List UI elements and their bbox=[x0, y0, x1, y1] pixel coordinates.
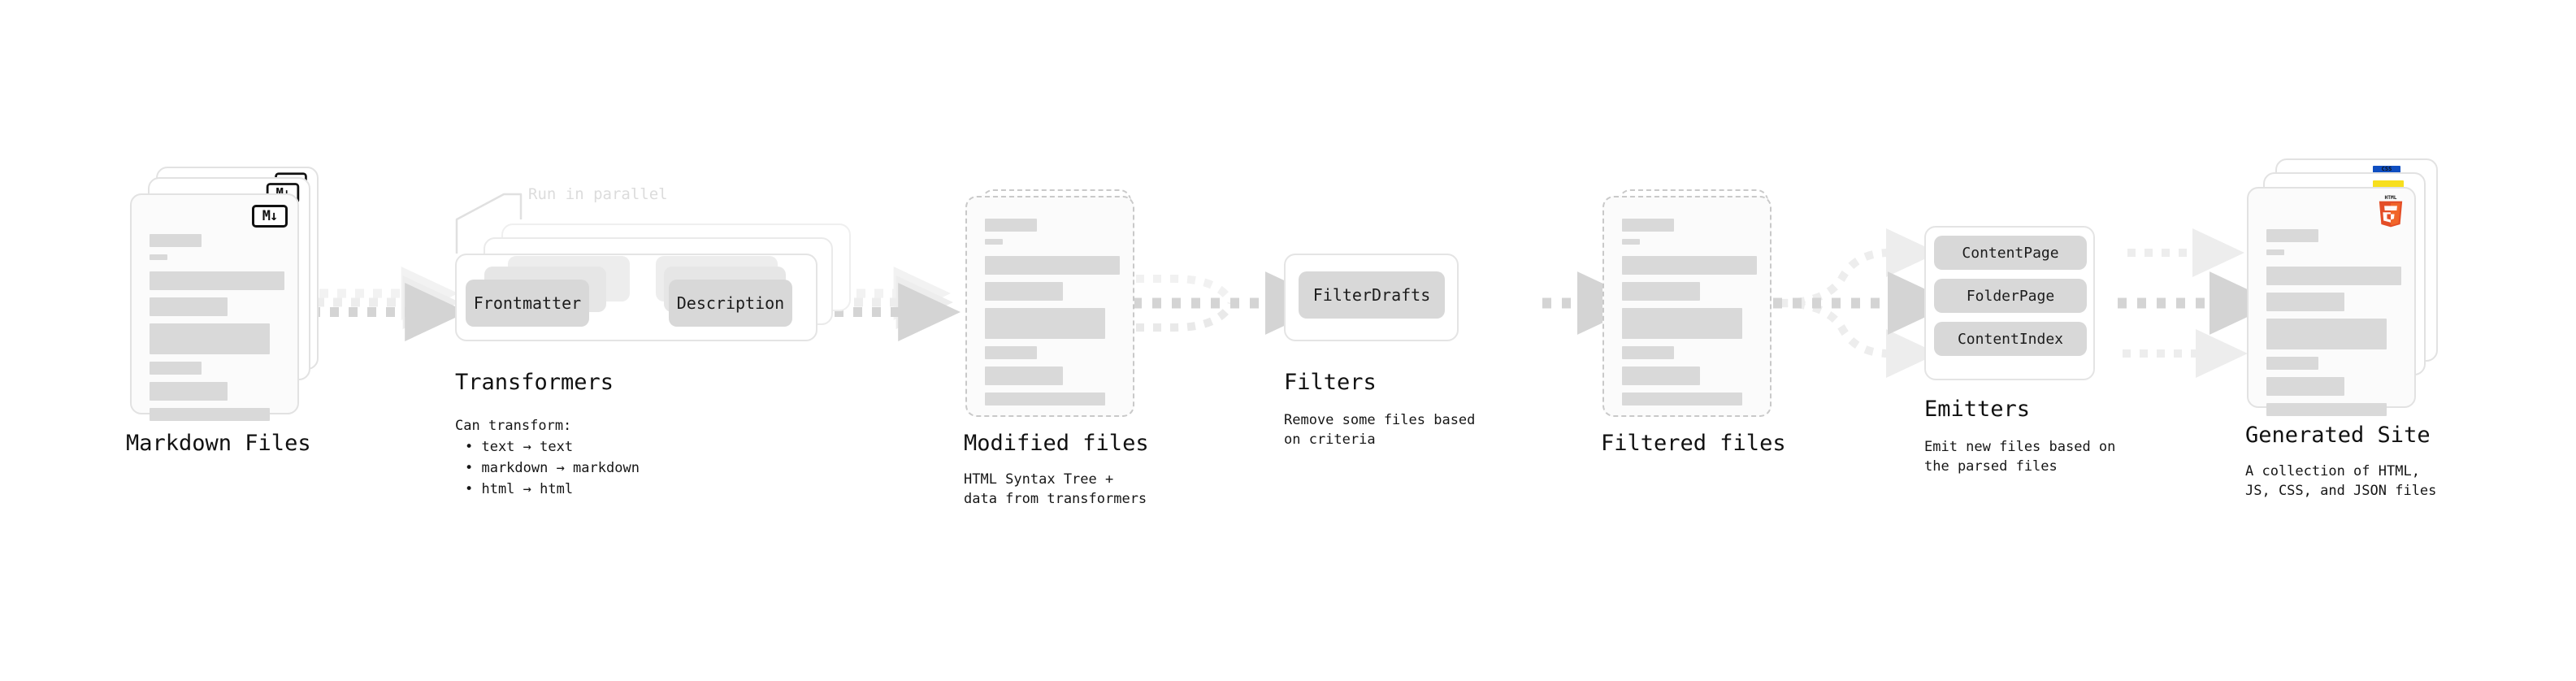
filters-subtitle: Remove some files based on criteria bbox=[1284, 412, 1476, 448]
arrow-modified-to-filters bbox=[1133, 271, 1333, 335]
transformers-bullet-0: • text → text bbox=[465, 439, 574, 455]
modified-doc-lines bbox=[985, 219, 1120, 413]
site-doc-lines bbox=[2266, 229, 2401, 423]
transformers-bullet-1: • markdown → markdown bbox=[465, 460, 640, 476]
css-badge: CSS bbox=[2373, 166, 2400, 174]
emitters-subtitle: Emit new files based on the parsed files bbox=[1924, 439, 2116, 475]
markdown-doc-front: M↓ bbox=[130, 193, 299, 421]
filters-title: Filters bbox=[1284, 370, 1377, 395]
filtered-doc-front bbox=[1602, 196, 1772, 417]
arrow-markdown-to-transformers bbox=[311, 267, 467, 341]
generated-site-subtitle: A collection of HTML, JS, CSS, and JSON … bbox=[2245, 463, 2437, 499]
html5-badge: HTML bbox=[2377, 193, 2405, 228]
arrow-emitters-to-site bbox=[2118, 228, 2277, 378]
html5-badge-caption: HTML bbox=[2385, 195, 2397, 201]
modified-doc-front bbox=[965, 196, 1134, 417]
transformers-bullet-2: • html → html bbox=[465, 481, 574, 497]
modified-files-title: Modified files bbox=[964, 431, 1149, 456]
emitter-chip-folderpage[interactable]: FolderPage bbox=[1934, 279, 2087, 313]
emitters-title: Emitters bbox=[1924, 397, 2031, 422]
transformer-chip-frontmatter[interactable]: Frontmatter bbox=[466, 280, 589, 327]
transformers-title: Transformers bbox=[455, 370, 614, 395]
markdown-doc-lines bbox=[150, 234, 284, 428]
filtered-doc-lines bbox=[1622, 219, 1757, 413]
generated-site-title: Generated Site bbox=[2245, 423, 2431, 448]
modified-files-subtitle: HTML Syntax Tree + data from transformer… bbox=[964, 471, 1147, 507]
emitter-chip-contentpage[interactable]: ContentPage bbox=[1934, 236, 2087, 270]
transformers-subtitle-heading: Can transform: bbox=[455, 418, 572, 434]
filtered-files-title: Filtered files bbox=[1601, 431, 1786, 456]
emitter-chip-contentindex[interactable]: ContentIndex bbox=[1934, 322, 2087, 356]
markdown-badge: M↓ bbox=[252, 205, 288, 228]
filter-chip-filterdrafts[interactable]: FilterDrafts bbox=[1299, 271, 1445, 319]
markdown-files-title: Markdown Files bbox=[126, 431, 311, 456]
site-doc-front: HTML bbox=[2247, 187, 2416, 416]
arrow-filtered-to-emitters bbox=[1773, 228, 1955, 378]
transformer-chip-description[interactable]: Description bbox=[669, 280, 792, 327]
run-in-parallel-note: Run in parallel bbox=[528, 185, 668, 203]
